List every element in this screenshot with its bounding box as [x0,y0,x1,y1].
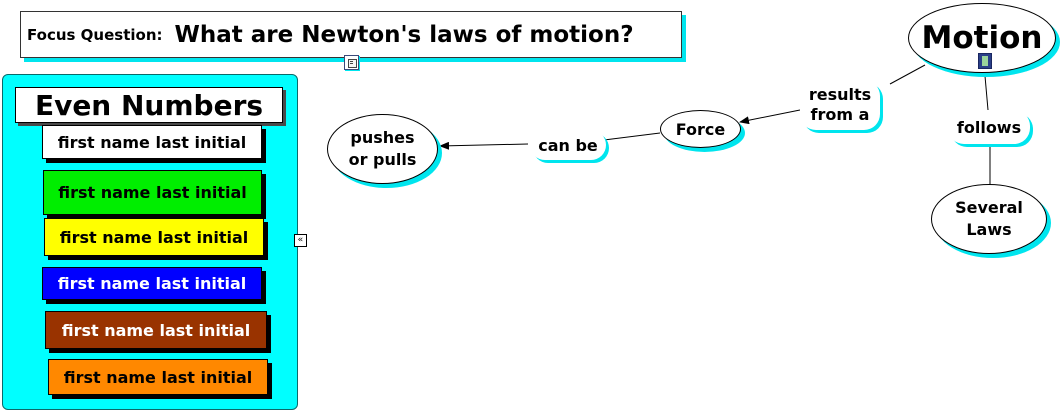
concept-pushes-line1: pushes [350,128,415,147]
name-box-green[interactable]: first name last initial [43,170,262,215]
link-can-be[interactable]: can be [530,130,606,160]
link-canbe-pushes [439,141,529,150]
focus-question-box[interactable]: Focus Question: What are Newton's laws o… [20,11,682,58]
concept-pushes-line2: or pulls [348,150,417,169]
concept-laws-line2: Laws [966,220,1012,239]
link-force-canbe [603,132,661,141]
concept-motion[interactable]: Motion [908,3,1056,73]
concept-force[interactable]: Force [660,110,741,148]
link-motion-follows [984,75,989,111]
focus-question-text: What are Newton's laws of motion? [174,21,634,48]
link-results-line2: from a [810,105,870,124]
link-results-line1: results [808,85,872,104]
name-box-label: first name last initial [61,320,251,340]
link-results-force [739,109,801,125]
film-icon[interactable] [978,53,992,69]
name-box-label: first name last initial [57,274,247,293]
document-icon[interactable] [344,55,359,70]
link-follows-label: follows [956,117,1022,137]
name-box-white[interactable]: first name last initial [42,125,262,159]
name-box-brown[interactable]: first name last initial [45,311,267,349]
concept-force-label: Force [675,119,726,139]
concept-motion-label: Motion [921,20,1043,56]
name-box-blue[interactable]: first name last initial [42,267,262,300]
name-box-label: first name last initial [57,132,247,152]
concept-several-laws[interactable]: Several Laws [931,184,1047,254]
link-can-be-label: can be [538,135,598,155]
name-box-label: first name last initial [59,227,249,247]
name-box-orange[interactable]: first name last initial [48,359,268,395]
collapse-double-chevron-icon[interactable]: « [294,234,307,247]
name-box-label: first name last initial [58,183,247,202]
link-results-from-a[interactable]: results from a [800,80,880,130]
name-box-yellow[interactable]: first name last initial [44,218,264,256]
concept-pushes-or-pulls[interactable]: pushes or pulls [327,114,438,184]
concept-laws-line1: Several [955,198,1023,217]
name-box-label: first name last initial [63,367,253,387]
focus-question-label: Focus Question: [27,25,163,44]
link-follows[interactable]: follows [948,110,1030,144]
link-motion-results [889,64,926,85]
panel-title[interactable]: Even Numbers [15,87,283,123]
